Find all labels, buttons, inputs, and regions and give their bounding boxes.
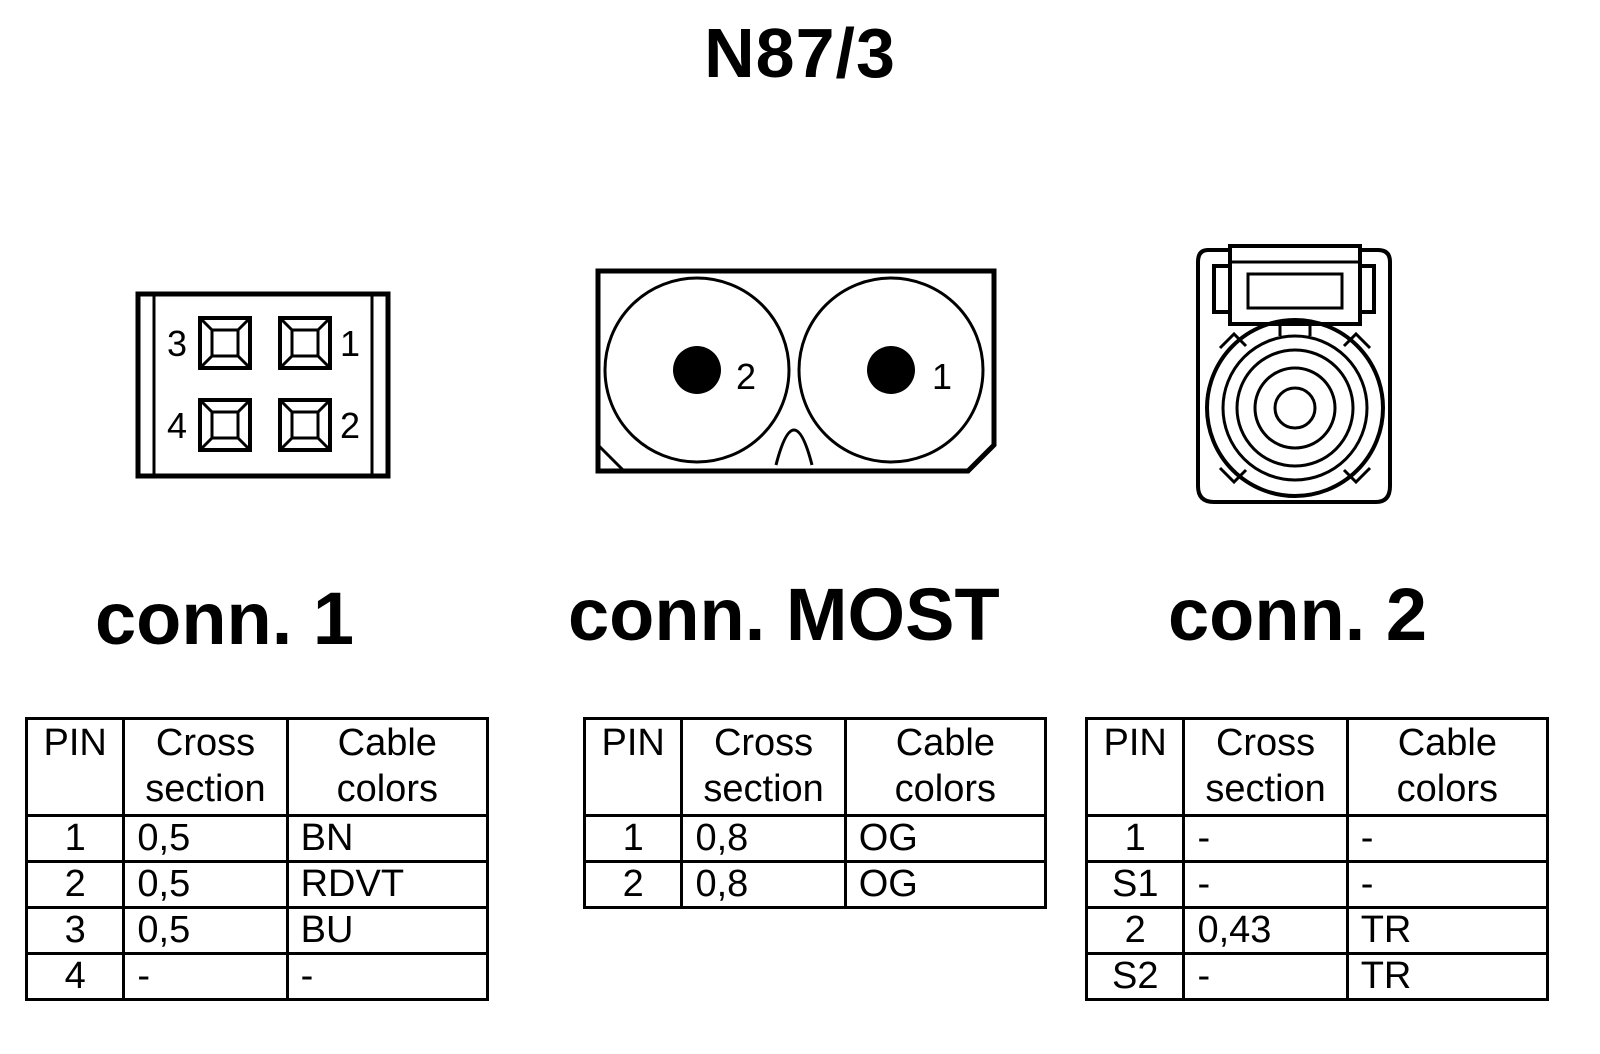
pin-label: 2: [736, 356, 756, 397]
pin-label: 1: [932, 356, 952, 397]
table-row: 1 0,8 OG: [582, 814, 1048, 863]
pin-4-socket: [198, 398, 252, 452]
color-cell: TR: [1345, 906, 1550, 955]
pin-label: 1: [340, 323, 360, 364]
cross-section-cell: 0,8: [680, 814, 847, 863]
diagram-title: N87/3: [704, 14, 896, 92]
table-row: 2 0,8 OG: [582, 860, 1048, 909]
conn-2-label: conn. 2: [1168, 573, 1428, 656]
pin-cell: 1: [1084, 814, 1186, 863]
pin-cell: 2: [24, 860, 126, 909]
conn-1-drawing: 3 1 4 2: [135, 291, 391, 479]
pin-cell: 3: [24, 906, 126, 955]
table-row: 4 - -: [24, 952, 490, 1001]
color-cell: -: [1345, 860, 1550, 909]
cross-section-cell: -: [1182, 952, 1349, 1001]
table-row: 2 0,5 RDVT: [24, 860, 490, 909]
pin-cell: 1: [582, 814, 684, 863]
table-row: S2 - TR: [1084, 952, 1550, 1001]
header-pin: PIN: [1084, 717, 1186, 817]
pin-cell: 4: [24, 952, 126, 1001]
pin-cell: 1: [24, 814, 126, 863]
pin-cell: S1: [1084, 860, 1186, 909]
cross-section-cell: 0,5: [122, 814, 289, 863]
table-row: 1 - -: [1084, 814, 1550, 863]
cross-section-cell: 0,5: [122, 906, 289, 955]
table-row: 3 0,5 BU: [24, 906, 490, 955]
conn-2-drawing: [1196, 244, 1392, 504]
table-row: S1 - -: [1084, 860, 1550, 909]
table-row: 1 0,5 BN: [24, 814, 490, 863]
pin-label: 2: [340, 405, 360, 446]
color-cell: TR: [1345, 952, 1550, 1001]
cross-section-cell: 0,43: [1182, 906, 1349, 955]
pin-cell: 2: [1084, 906, 1186, 955]
cross-section-cell: -: [1182, 860, 1349, 909]
color-cell: OG: [843, 860, 1048, 909]
header-pin: PIN: [582, 717, 684, 817]
cross-section-cell: -: [1182, 814, 1349, 863]
color-cell: OG: [843, 814, 1048, 863]
color-cell: BU: [285, 906, 490, 955]
cross-section-cell: 0,8: [680, 860, 847, 909]
conn-most-drawing: 2 1: [595, 268, 997, 474]
pin-cell: 2: [582, 860, 684, 909]
conn-1-label: conn. 1: [95, 577, 355, 660]
color-cell: -: [285, 952, 490, 1001]
pin-3-socket: [198, 316, 252, 370]
most-pin-2-socket: [603, 276, 791, 464]
color-cell: RDVT: [285, 860, 490, 909]
pin-cell: S2: [1084, 952, 1186, 1001]
cross-section-cell: 0,5: [122, 860, 289, 909]
pin-label: 4: [167, 405, 187, 446]
color-cell: -: [1345, 814, 1550, 863]
pin-1-socket: [278, 316, 332, 370]
header-pin: PIN: [24, 717, 126, 817]
most-pin-1-socket: [797, 276, 985, 464]
conn-most-label: conn. MOST: [568, 573, 1000, 656]
pin-2-socket: [278, 398, 332, 452]
table-row: 2 0,43 TR: [1084, 906, 1550, 955]
cross-section-cell: -: [122, 952, 289, 1001]
pin-label: 3: [167, 323, 187, 364]
color-cell: BN: [285, 814, 490, 863]
